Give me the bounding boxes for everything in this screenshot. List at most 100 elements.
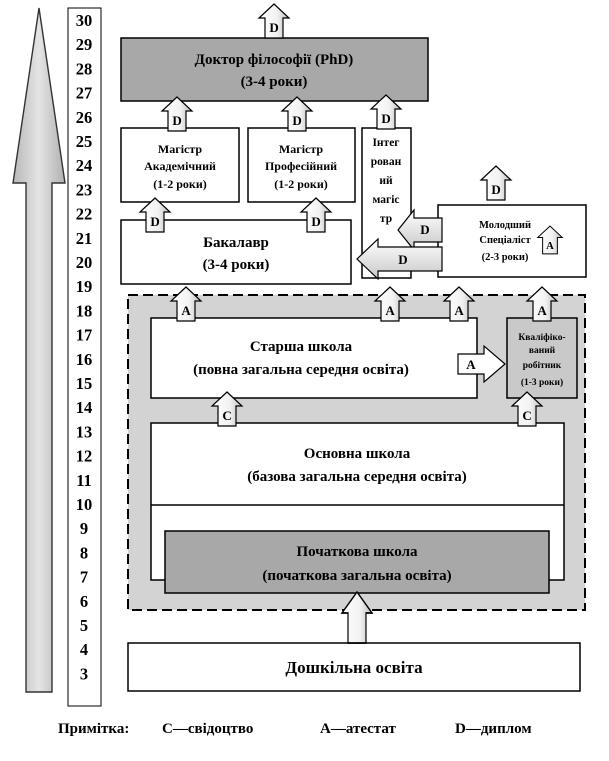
master-academic-type: Академічний	[144, 159, 216, 173]
bachelor-to-academic-arrow-icon: D	[139, 197, 171, 233]
master-professional-type: Професійний	[265, 159, 337, 173]
svg-text:A: A	[454, 303, 464, 318]
svg-text:D: D	[172, 113, 181, 128]
basic-to-senior-arrow-icon: C	[211, 391, 243, 427]
svg-text:A: A	[385, 303, 395, 318]
svg-text:рован: рован	[371, 156, 402, 168]
svg-text:тр: тр	[380, 213, 392, 225]
age-tick: 3	[80, 664, 88, 683]
svg-text:D: D	[420, 222, 429, 237]
master-academic-box	[120, 127, 240, 203]
age-tick: 5	[80, 616, 88, 635]
junior-specialist-type: Спеціаліст	[479, 235, 531, 246]
svg-text:ий: ий	[379, 175, 393, 187]
svg-text:(1-3 роки): (1-3 роки)	[521, 377, 563, 388]
age-tick: 25	[76, 132, 93, 151]
basic-school-subtitle: (базова загальна середня освіта)	[247, 469, 467, 485]
preschool-title: Дошкільна освіта	[285, 658, 423, 677]
legend-d: D—диплом	[455, 721, 532, 737]
svg-text:робітник: робітник	[523, 360, 562, 371]
svg-text:D: D	[311, 214, 320, 229]
legend-a: A—атестат	[320, 721, 396, 737]
bachelor-duration: (3-4 роки)	[203, 257, 270, 273]
senior-to-junior-specialist-arrow-icon: A	[443, 286, 475, 322]
age-tick: 23	[76, 180, 93, 199]
svg-text:D: D	[269, 20, 278, 35]
svg-text:D: D	[292, 113, 301, 128]
junior-specialist-attestat-arrow-icon: A	[537, 225, 563, 255]
age-tick: 9	[80, 519, 88, 538]
age-tick: 21	[76, 229, 93, 248]
age-tick: 8	[80, 543, 88, 562]
senior-school-box	[150, 317, 478, 399]
primary-school-subtitle: (початкова загальна освіта)	[262, 568, 451, 584]
age-tick: 24	[76, 156, 93, 175]
age-tick: 22	[76, 205, 93, 224]
svg-text:A: A	[181, 303, 191, 318]
preschool-box	[127, 642, 581, 692]
qualified-worker-box	[506, 317, 578, 399]
age-arrow-icon	[12, 7, 66, 693]
to-integrated-master-arrow-icon: D	[397, 208, 443, 252]
master-professional-duration: (1-2 роки)	[274, 177, 328, 191]
age-scale: 3029282726252423222120191817161514131211…	[76, 11, 93, 683]
master-professional-diploma-arrow-icon: D	[281, 96, 313, 132]
svg-text:D: D	[491, 182, 500, 197]
svg-text:C: C	[522, 408, 531, 423]
svg-text:D: D	[381, 111, 390, 126]
basic-to-qualified-worker-arrow-icon: C	[511, 391, 543, 427]
legend-label: Примітка:	[58, 721, 130, 737]
senior-school-title: Старша школа	[250, 339, 353, 355]
svg-text:D: D	[398, 252, 407, 267]
legend: Примітка: C—свідоцтво A—атестат D—диплом	[0, 721, 609, 745]
master-academic-diploma-arrow-icon: D	[161, 96, 193, 132]
senior-to-integrated-arrow-icon: A	[374, 286, 406, 322]
phd-diploma-arrow-icon: D	[258, 3, 290, 39]
age-tick: 10	[76, 495, 93, 514]
master-academic-duration: (1-2 роки)	[153, 177, 207, 191]
svg-text:ваний: ваний	[529, 345, 556, 356]
age-tick: 17	[76, 326, 93, 345]
senior-school-subtitle: (повна загальна середня освіта)	[193, 362, 409, 378]
phd-duration: (3-4 роки)	[241, 74, 308, 90]
age-tick: 29	[76, 35, 93, 54]
svg-text:A: A	[466, 357, 476, 372]
senior-to-bachelor-arrow-icon: A	[170, 286, 202, 322]
junior-specialist-title: Молодший	[479, 220, 531, 231]
age-tick: 4	[80, 640, 88, 659]
svg-text:A: A	[546, 241, 554, 252]
age-tick: 30	[76, 11, 93, 30]
age-tick: 12	[76, 447, 93, 466]
age-tick: 11	[76, 471, 92, 490]
to-bachelor-arrow-icon: D	[356, 237, 443, 281]
master-academic-title: Магістр	[158, 142, 202, 156]
qualified-worker-label: Кваліфіко- ваний робітник (1-3 роки)	[518, 332, 565, 388]
primary-school-box	[164, 530, 550, 594]
svg-text:D: D	[150, 214, 159, 229]
age-tick: 18	[76, 301, 93, 320]
age-tick: 13	[76, 422, 93, 441]
age-tick: 6	[80, 592, 88, 611]
svg-text:магіс: магіс	[372, 194, 399, 206]
phd-box	[120, 37, 429, 102]
svg-text:Кваліфіко-: Кваліфіко-	[518, 332, 565, 343]
bachelor-title: Бакалавр	[203, 235, 269, 251]
age-tick: 28	[76, 59, 93, 78]
legend-c: C—свідоцтво	[162, 721, 254, 737]
age-tick: 14	[76, 398, 93, 417]
svg-text:C: C	[222, 408, 231, 423]
age-tick: 27	[76, 84, 93, 103]
junior-specialist-box	[437, 204, 587, 278]
age-tick: 26	[76, 108, 93, 127]
phd-title: Доктор філософії (PhD)	[195, 52, 354, 68]
basic-school-title: Основна школа	[304, 446, 411, 462]
integrated-master-diploma-arrow-icon: D	[370, 94, 402, 130]
junior-specialist-diploma-arrow-icon: D	[480, 165, 512, 201]
age-tick: 15	[76, 374, 93, 393]
junior-specialist-duration: (2-3 роки)	[482, 252, 529, 263]
bachelor-to-professional-arrow-icon: D	[300, 197, 332, 233]
svg-text:A: A	[537, 303, 547, 318]
age-scale-column	[67, 7, 102, 707]
master-professional-title: Магістр	[279, 142, 323, 156]
